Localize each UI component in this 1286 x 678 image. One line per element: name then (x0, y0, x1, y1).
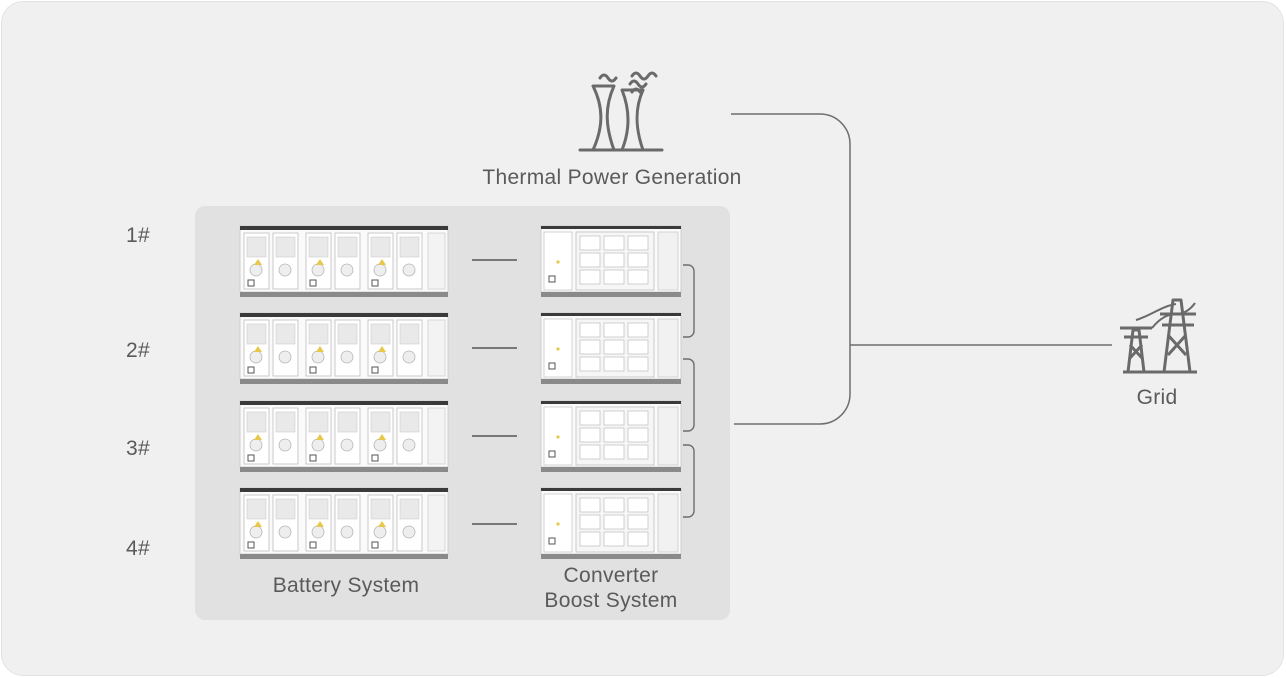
battery-cabinet-icon (239, 487, 449, 559)
thermal-to-bus-line (731, 113, 851, 425)
converter-label-line2: Boost System (544, 589, 678, 612)
row-label-2: 2# (126, 339, 150, 362)
converter-cabinet-icon (540, 400, 682, 472)
converter-cabinet-icon (540, 225, 682, 297)
grid-label: Grid (1136, 386, 1178, 409)
converter-cabinet-icon (540, 312, 682, 384)
bracket-2 (683, 358, 695, 432)
power-plant-icon (578, 71, 664, 152)
row-label-1: 1# (126, 224, 150, 247)
battery-cabinet-icon (239, 312, 449, 384)
bracket-3 (683, 444, 695, 518)
transmission-tower-icon (1120, 298, 1197, 374)
converter-cabinet-icon (540, 487, 682, 559)
thermal-power-label: Thermal Power Generation (482, 166, 742, 189)
row-label-4: 4# (126, 537, 150, 560)
converter-label-line1: Converter (563, 564, 659, 587)
battery-system-label: Battery System (272, 574, 420, 597)
battery-cabinet-icon (239, 400, 449, 472)
battery-cabinet-icon (239, 225, 449, 297)
row-label-3: 3# (126, 437, 150, 460)
bracket-1 (683, 264, 695, 338)
